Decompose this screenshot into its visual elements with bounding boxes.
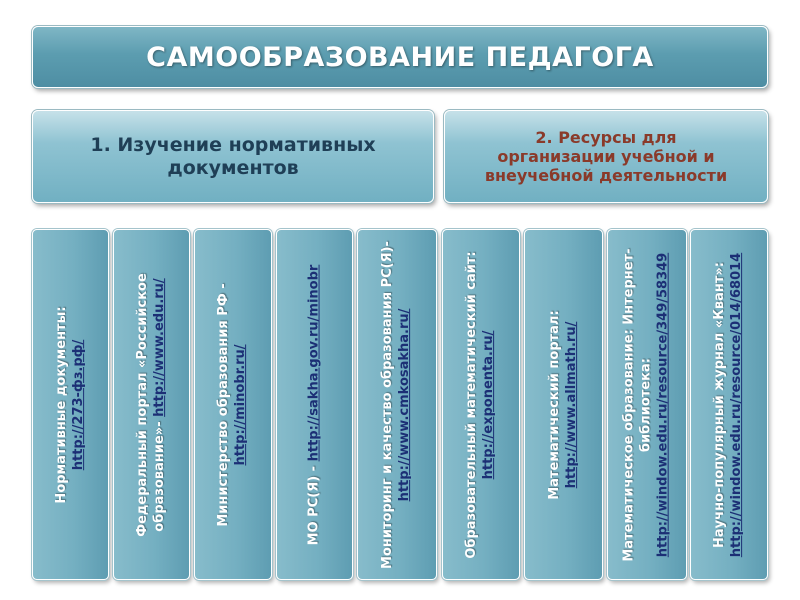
- link-273-fz[interactable]: http://273-фз.рф/: [70, 339, 86, 470]
- section-learning-resources: 2. Ресурсы для организации учебной и вне…: [444, 110, 768, 203]
- column-label: Математический портал:: [546, 309, 562, 500]
- column-normative-documents: Нормативные документы: http://273-фз.рф/: [32, 229, 109, 580]
- column-mo-rs-ya: МО РС(Я) - http://sakha.gov.ru/minobr: [276, 229, 353, 580]
- column-label: МО РС(Я) -: [306, 460, 322, 545]
- column-federal-portal: Федеральный портал «Российское образован…: [113, 229, 190, 580]
- link-minobr-ru[interactable]: http://minobr.ru/: [233, 343, 248, 466]
- link-allmath[interactable]: http://www.allmath.ru/: [563, 321, 579, 488]
- column-ministry-rf: Министерство образования РФ - http://min…: [194, 229, 272, 580]
- section-learning-resources-label: 2. Ресурсы для организации учебной и вне…: [484, 127, 728, 186]
- column-label: Образовательный математический сайт:: [464, 250, 480, 559]
- link-exponenta[interactable]: http://exponenta.ru/: [481, 330, 496, 479]
- link-sakha-gov[interactable]: http://sakha.gov.ru/minobr: [306, 264, 322, 461]
- link-window-edu-58349[interactable]: http://window.edu.ru/resource/349/58349: [655, 252, 671, 557]
- column-label: Министерство образования РФ -: [216, 282, 232, 527]
- column-label: Мониторинг и качество образования РС(Я)-: [380, 240, 396, 569]
- column-kvant-journal: Научно-популярный журнал «Квант»: http:/…: [690, 229, 768, 580]
- title-box: САМООБРАЗОВАНИЕ ПЕДАГОГА: [32, 26, 768, 88]
- section-normative-documents-label: 1. Изучение нормативных документов: [90, 133, 376, 179]
- section-normative-documents: 1. Изучение нормативных документов: [32, 110, 434, 203]
- column-label: Нормативные документы:: [53, 305, 69, 504]
- column-math-education-library: Математическое образование: Интернет-биб…: [607, 229, 687, 580]
- column-monitoring-quality: Мониторинг и качество образования РС(Я)-…: [357, 229, 437, 580]
- link-window-edu-68014[interactable]: http://window.edu.ru/resource/014/68014: [729, 252, 744, 557]
- link-edu-ru[interactable]: http://www.edu.ru/: [151, 277, 167, 417]
- link-cmkosakha[interactable]: http://www.cmkosakha.ru/: [397, 308, 412, 501]
- column-math-site: Образовательный математический сайт: htt…: [442, 229, 520, 580]
- column-label: Математическое образование: Интернет-биб…: [621, 247, 654, 562]
- column-label: Научно-популярный журнал «Квант»:: [712, 261, 728, 548]
- column-math-portal: Математический портал: http://www.allmat…: [524, 229, 603, 580]
- page-title: САМООБРАЗОВАНИЕ ПЕДАГОГА: [146, 41, 654, 73]
